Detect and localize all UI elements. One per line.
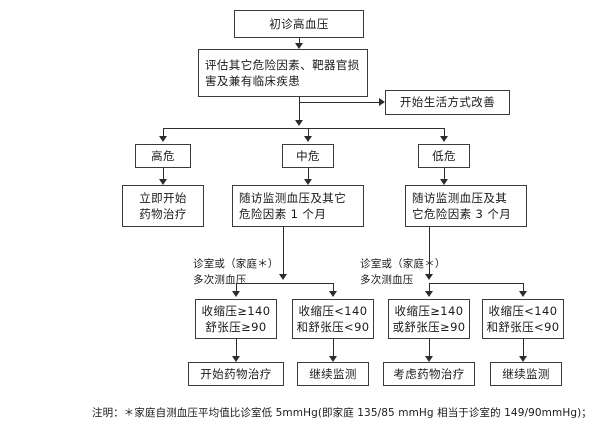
node-label: 收缩压≥140 舒张压≥90 bbox=[201, 304, 271, 334]
arrow-to-criteria-4 bbox=[519, 291, 527, 297]
node-outcome-continue-monitor-2: 继续监测 bbox=[490, 362, 562, 386]
node-label: 随访监测血压及其它 危险因素 1 个月 bbox=[239, 191, 347, 221]
arrow-to-criteria-1 bbox=[232, 291, 240, 297]
arrow-medium-to-action bbox=[304, 179, 312, 185]
arrow-assessment-to-lifestyle bbox=[379, 98, 385, 106]
node-action-monitor-1month: 随访监测血压及其它 危险因素 1 个月 bbox=[232, 185, 364, 227]
connector-initial-to-assessment bbox=[299, 38, 300, 43]
connector-criteria3-stub bbox=[429, 283, 430, 291]
connector-risk-split-bar bbox=[163, 128, 444, 129]
footnote: 注明：＊家庭自测血压平均值比诊室低 5mmHg(即家庭 135/85 mmHg … bbox=[92, 406, 592, 420]
annotation-label: 诊室或（家庭＊） 多次测血压 bbox=[193, 258, 279, 286]
annotation-measure-right: 诊室或（家庭＊） 多次测血压 bbox=[360, 240, 470, 288]
arrow-criteria4-to-outcome bbox=[519, 356, 527, 362]
arrow-low-to-action bbox=[440, 179, 448, 185]
node-outcome-start-drug: 开始药物治疗 bbox=[188, 362, 284, 386]
node-action-monitor-3months: 随访监测血压及其 它危险因素 3 个月 bbox=[405, 185, 527, 227]
node-risk-high: 高危 bbox=[135, 144, 191, 168]
arrow-criteria3-to-outcome bbox=[425, 356, 433, 362]
connector-criteria1-to-outcome bbox=[236, 339, 237, 356]
footnote-label: 注明：＊家庭自测血压平均值比诊室低 5mmHg(即家庭 135/85 mmHg … bbox=[92, 407, 592, 419]
node-label: 考虑药物治疗 bbox=[393, 366, 465, 381]
node-label: 收缩压<140 和舒张压<90 bbox=[486, 304, 560, 334]
node-risk-low: 低危 bbox=[418, 144, 470, 168]
node-label: 随访监测血压及其 它危险因素 3 个月 bbox=[412, 191, 512, 221]
node-label: 继续监测 bbox=[502, 366, 550, 381]
arrow-high-to-action bbox=[159, 179, 167, 185]
node-label: 低危 bbox=[432, 148, 456, 163]
node-label: 收缩压≥140 或舒张压≥90 bbox=[392, 304, 466, 334]
connector-monitor3-down bbox=[429, 227, 430, 274]
connector-assessment-to-lifestyle bbox=[299, 102, 379, 103]
arrow-monitor3-down bbox=[425, 274, 433, 280]
connector-assessment-to-split bbox=[299, 102, 300, 120]
arrow-initial-to-assessment bbox=[295, 43, 303, 49]
node-criteria-1: 收缩压≥140 舒张压≥90 bbox=[195, 299, 277, 339]
node-label: 评估其它危险因素、靶器官损 害及兼有临床疾患 bbox=[205, 58, 360, 88]
connector-criteria3-to-outcome bbox=[429, 339, 430, 356]
node-label: 高危 bbox=[151, 148, 175, 163]
connector-criteria4-to-outcome bbox=[523, 339, 524, 356]
node-initial-diagnosis: 初诊高血压 bbox=[234, 10, 364, 38]
arrow-criteria1-to-outcome bbox=[232, 356, 240, 362]
node-criteria-2: 收缩压<140 和舒张压<90 bbox=[292, 299, 374, 339]
arrow-to-risk-low bbox=[440, 136, 448, 142]
arrow-criteria2-to-outcome bbox=[329, 356, 337, 362]
annotation-measure-left: 诊室或（家庭＊） 多次测血压 bbox=[193, 240, 303, 288]
connector-risk-split-medium bbox=[308, 128, 309, 136]
node-criteria-4: 收缩压<140 和舒张压<90 bbox=[482, 299, 564, 339]
arrow-monitor1-down bbox=[279, 274, 287, 280]
connector-risk-split-low bbox=[444, 128, 445, 136]
arrow-to-criteria-2 bbox=[329, 291, 337, 297]
connector-criteria4-stub bbox=[523, 283, 524, 291]
connector-monitor1-down bbox=[283, 227, 284, 274]
arrow-to-risk-high bbox=[159, 136, 167, 142]
connector-criteria2-stub bbox=[333, 283, 334, 291]
node-label: 开始生活方式改善 bbox=[399, 95, 496, 109]
connector-medium-to-action bbox=[308, 168, 309, 179]
connector-high-to-action bbox=[163, 168, 164, 179]
node-risk-medium: 中危 bbox=[282, 144, 334, 168]
node-lifestyle-modification: 开始生活方式改善 bbox=[385, 90, 510, 115]
annotation-label: 诊室或（家庭＊） 多次测血压 bbox=[360, 258, 446, 286]
node-action-immediate-drug: 立即开始 药物治疗 bbox=[122, 185, 204, 227]
node-label: 中危 bbox=[296, 148, 320, 163]
node-assessment: 评估其它危险因素、靶器官损 害及兼有临床疾患 bbox=[198, 49, 368, 97]
arrow-to-risk-medium bbox=[304, 136, 312, 142]
connector-low-to-action bbox=[444, 168, 445, 179]
node-criteria-3: 收缩压≥140 或舒张压≥90 bbox=[388, 299, 470, 339]
connector-risk-split-high bbox=[163, 128, 164, 136]
connector-criteria1-stub bbox=[236, 283, 237, 291]
arrow-to-criteria-3 bbox=[425, 291, 433, 297]
node-outcome-consider-drug: 考虑药物治疗 bbox=[383, 362, 475, 386]
node-label: 开始药物治疗 bbox=[200, 366, 272, 381]
connector-criteria-split-bar-right bbox=[429, 283, 523, 284]
connector-assessment-down-stub bbox=[299, 97, 300, 106]
connector-criteria2-to-outcome bbox=[333, 339, 334, 356]
arrow-assessment-to-split bbox=[295, 120, 303, 126]
connector-criteria-split-bar-left bbox=[236, 283, 333, 284]
node-label: 继续监测 bbox=[309, 366, 357, 381]
node-label: 收缩压<140 和舒张压<90 bbox=[296, 304, 370, 334]
node-label: 初诊高血压 bbox=[269, 16, 329, 31]
node-outcome-continue-monitor-1: 继续监测 bbox=[297, 362, 369, 386]
node-label: 立即开始 药物治疗 bbox=[139, 191, 187, 221]
